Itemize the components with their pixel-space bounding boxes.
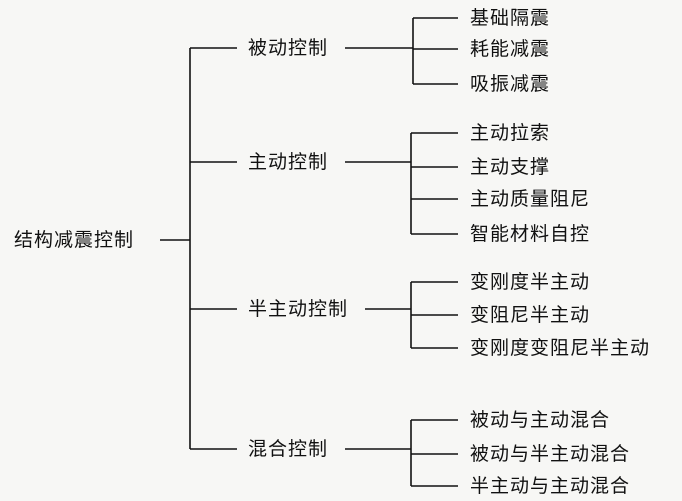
group-node-hybrid: 混合控制	[248, 438, 329, 460]
leaf-node: 变刚度变阻尼半主动	[470, 337, 651, 359]
leaf-node: 耗能减震	[470, 38, 551, 60]
leaf-node: 吸振减震	[470, 73, 551, 95]
leaf-node: 被动与半主动混合	[470, 443, 631, 465]
leaf-node: 主动质量阻尼	[470, 188, 591, 210]
leaf-node: 基础隔震	[470, 7, 551, 29]
root-node: 结构减震控制	[14, 229, 135, 251]
group-node-active: 主动控制	[248, 151, 329, 173]
leaf-node: 半主动与主动混合	[470, 475, 631, 497]
leaf-node: 主动支撑	[470, 156, 551, 178]
group-node-semi-active: 半主动控制	[248, 298, 349, 320]
leaf-node: 主动拉索	[470, 122, 551, 144]
leaf-node: 变刚度半主动	[470, 271, 591, 293]
leaf-node: 被动与主动混合	[470, 409, 611, 431]
leaf-node: 智能材料自控	[470, 223, 591, 245]
leaf-node: 变阻尼半主动	[470, 304, 591, 326]
group-node-passive: 被动控制	[248, 37, 329, 59]
